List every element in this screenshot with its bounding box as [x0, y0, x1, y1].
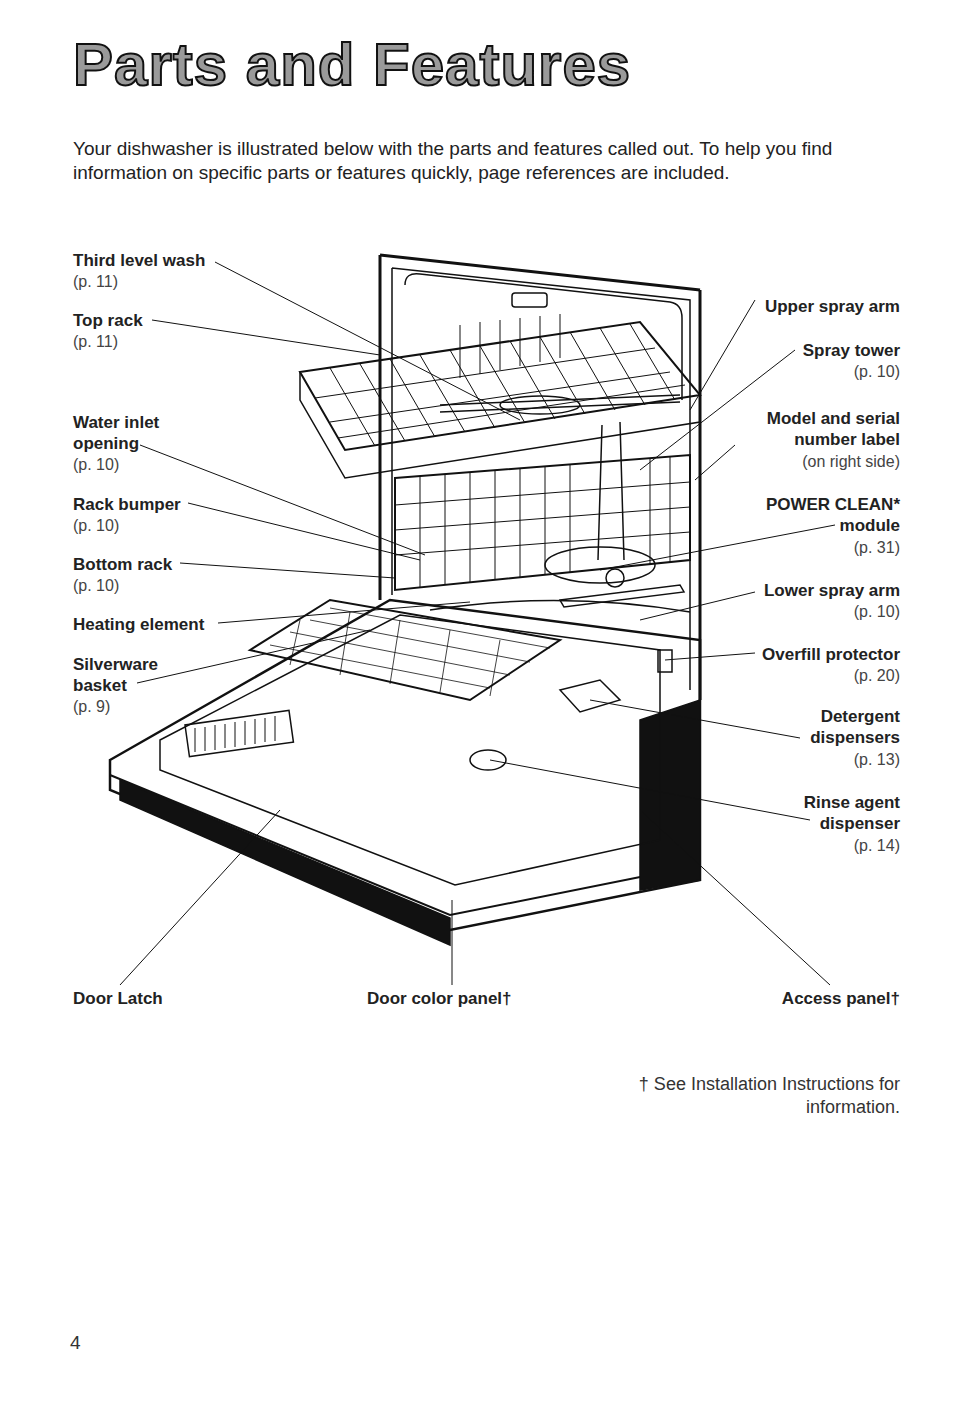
part-name: Third level wash	[73, 250, 205, 271]
page-ref: (on right side)	[802, 451, 900, 472]
page-ref: (p. 10)	[854, 601, 900, 622]
part-name: Door Latch	[73, 988, 163, 1009]
part-name: Model and serial number label	[720, 408, 900, 450]
page-number: 4	[70, 1332, 81, 1354]
part-name: Upper spray arm	[765, 296, 900, 317]
part-name: Spray tower	[803, 340, 900, 361]
part-name: Overfill protector	[762, 644, 900, 665]
part-name: Rack bumper	[73, 494, 181, 515]
part-name: Rinse agent dispenser	[790, 792, 900, 834]
page-title: Parts and Features	[73, 30, 631, 99]
part-name: Door color panel†	[367, 988, 512, 1009]
page-ref: (p. 10)	[73, 454, 119, 475]
intro-text: Your dishwasher is illustrated below wit…	[73, 137, 913, 185]
page-ref: (p. 31)	[854, 537, 900, 558]
page-ref: (p. 10)	[73, 515, 119, 536]
part-name: Bottom rack	[73, 554, 172, 575]
part-name: Water inlet opening	[73, 412, 183, 454]
part-name: Top rack	[73, 310, 143, 331]
part-name: Access panel†	[782, 988, 900, 1009]
part-name: Detergent dispensers	[800, 706, 900, 748]
page-ref: (p. 11)	[73, 271, 118, 292]
page-ref: (p. 10)	[73, 575, 119, 596]
part-name: Silverware basket	[73, 654, 173, 696]
part-name: Heating element	[73, 614, 204, 635]
part-name: POWER CLEAN* module	[765, 494, 900, 536]
page-ref: (p. 10)	[854, 361, 900, 382]
page-ref: (p. 13)	[854, 749, 900, 770]
footnote: † See Installation Instructions for info…	[610, 1073, 900, 1119]
page-ref: (p. 9)	[73, 696, 110, 717]
page-ref: (p. 14)	[854, 835, 900, 856]
page-ref: (p. 11)	[73, 331, 118, 352]
page-ref: (p. 20)	[854, 665, 900, 686]
part-name: Lower spray arm	[764, 580, 900, 601]
